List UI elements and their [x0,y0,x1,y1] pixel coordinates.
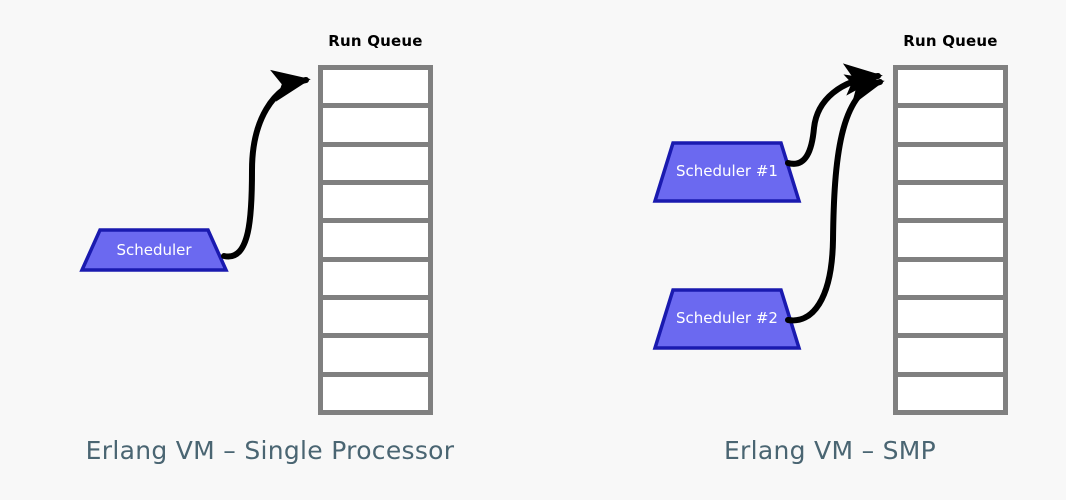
scheduler-2-label: Scheduler #2 [676,308,778,327]
queue-cell[interactable] [323,261,428,295]
arrow-scheduler-to-queue [221,69,311,260]
queue-cell[interactable] [898,184,1003,219]
queue-cell[interactable] [898,146,1003,180]
run-queue-right [893,65,1008,415]
queue-cell[interactable] [898,108,1003,142]
queue-cell[interactable] [323,223,428,257]
queue-cell[interactable] [323,70,428,104]
queue-cell[interactable] [898,299,1003,334]
scheduler-node[interactable]: Scheduler [79,228,229,272]
scheduler-label: Scheduler [116,240,192,259]
scheduler-2-node[interactable]: Scheduler #2 [652,288,802,350]
queue-cell[interactable] [898,261,1003,295]
trapezoid-shape [79,228,229,272]
queue-cell[interactable] [323,184,428,219]
queue-cell[interactable] [323,146,428,180]
scheduler-1-node[interactable]: Scheduler #1 [652,141,802,203]
queue-cell[interactable] [898,223,1003,257]
queue-cell[interactable] [323,376,428,410]
trapezoid-shape [652,288,802,350]
queue-cell[interactable] [898,70,1003,104]
queue-cell[interactable] [323,338,428,372]
arrow-scheduler-2-to-queue [785,74,885,324]
queue-cell[interactable] [898,338,1003,372]
queue-cell[interactable] [323,108,428,142]
queue-cell[interactable] [898,376,1003,410]
caption-smp: Erlang VM – SMP [723,436,937,465]
queue-cell[interactable] [323,299,428,334]
scheduler-1-label: Scheduler #1 [676,161,778,180]
run-queue-left [318,65,433,415]
caption-single-processor: Erlang VM – Single Processor [85,436,455,465]
run-queue-title-right: Run Queue [903,32,998,50]
run-queue-title-left: Run Queue [328,32,423,50]
arrow-scheduler-1-to-queue [785,63,883,167]
